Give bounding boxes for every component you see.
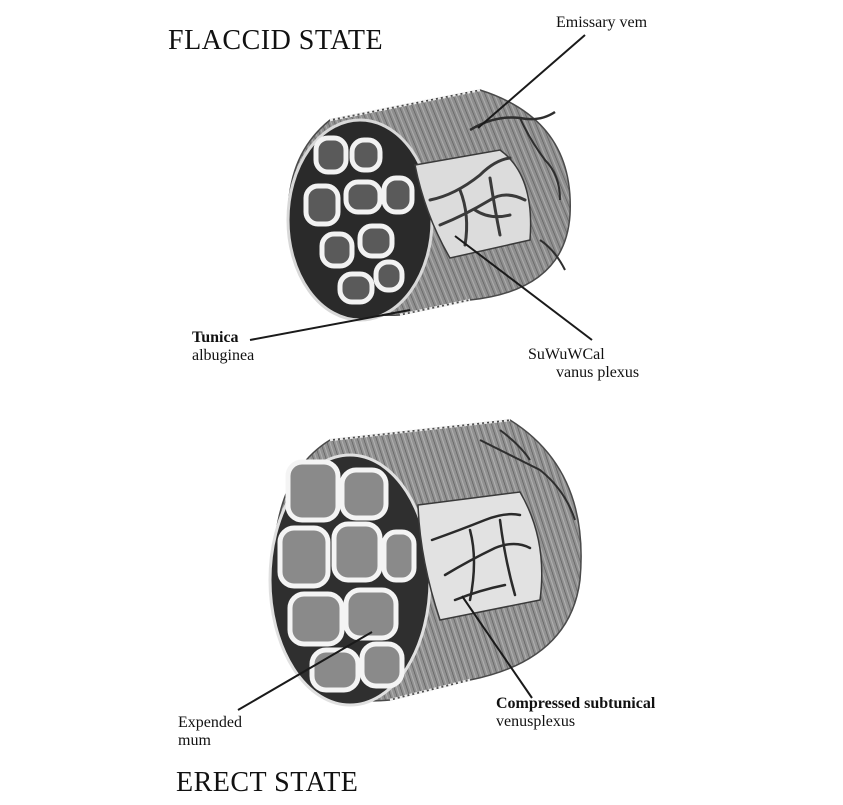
tunica-albuginea-label: Tunica albuginea [192,329,254,365]
erect-illustration [268,418,582,707]
emissary-vein-label: Emissary vem [556,14,647,32]
tunica-leader-line [249,309,411,341]
subtunical-leader-line [454,235,593,341]
compressed-leader-line [461,595,533,699]
tunica-label-line1: Tunica [192,329,239,346]
subtunical-label-line1: SuWuWCal [528,346,605,363]
expended-label-line2: mum [178,732,211,749]
subtunical-label-line2: vanus plexus [556,364,640,381]
expended-label: Expended mum [178,714,242,750]
erect-title: ERECT STATE [176,767,359,798]
compressed-label-line1: Compressed subtunical [496,695,656,712]
tunica-label-line2: albuginea [192,347,255,364]
flaccid-title: FLACCID STATE [168,25,384,56]
flaccid-illustration [286,88,571,322]
emissary-leader-line [477,34,586,129]
compressed-plexus-label: Compressed subtunical venusplexus [496,695,655,731]
subtunical-plexus-label: SuWuWCal vanus plexus [528,346,639,382]
compressed-label-line2: venusplexus [496,713,576,730]
expended-label-line1: Expended [178,714,242,731]
emissary-label-text: Emissary vem [556,14,648,31]
expended-leader-line [237,631,373,711]
